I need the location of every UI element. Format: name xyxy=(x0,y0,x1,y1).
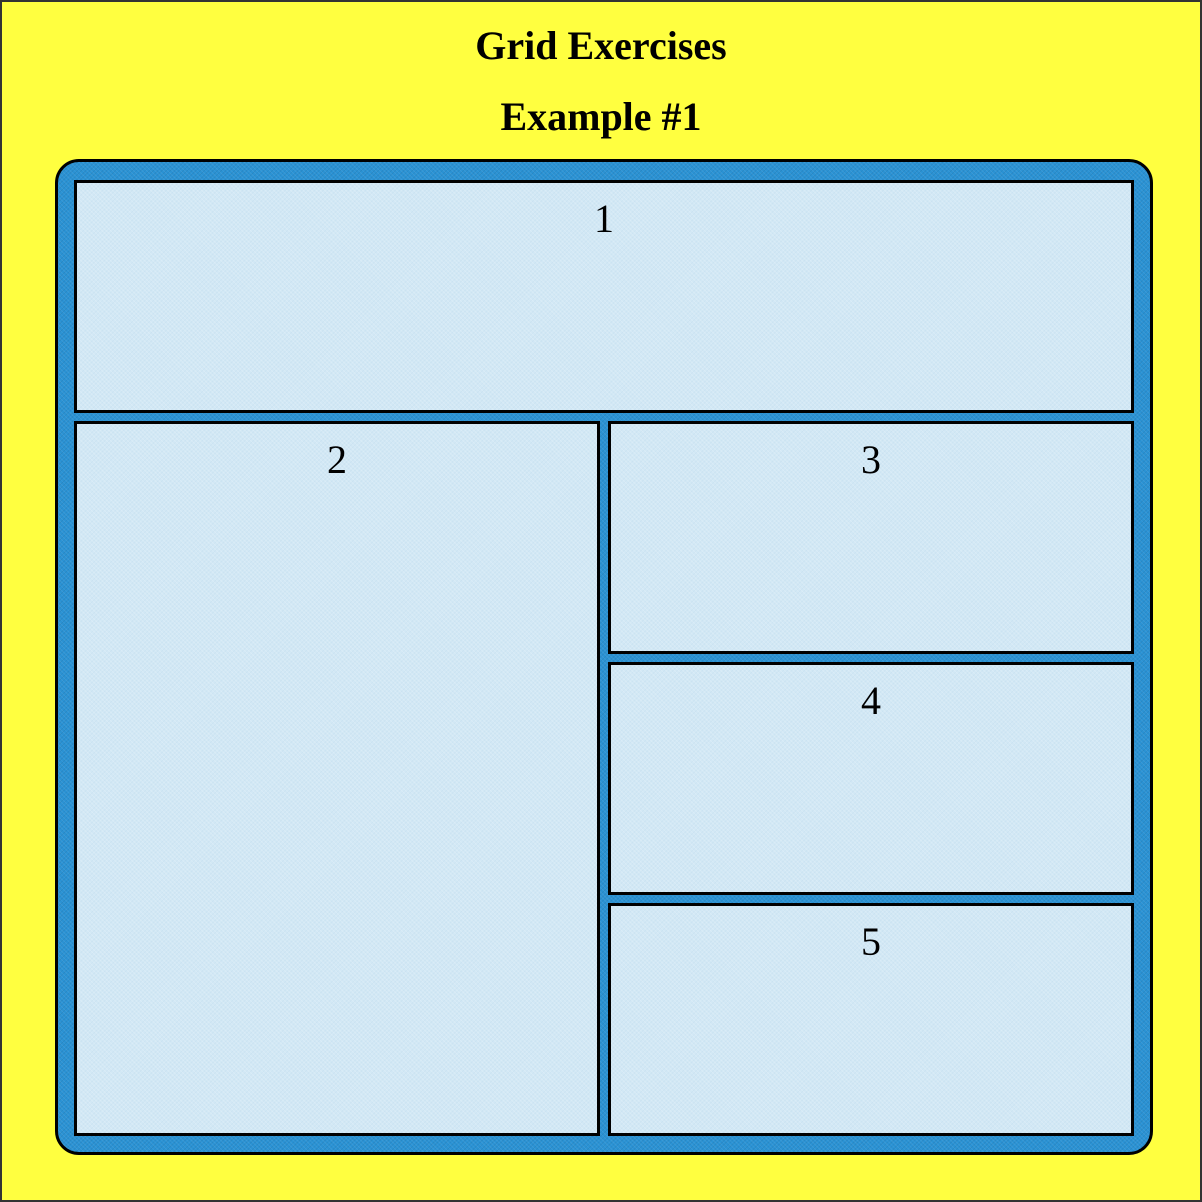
page-title: Grid Exercises xyxy=(475,23,727,68)
grid-item-5: 5 xyxy=(608,903,1134,1136)
grid-container: 1 2 3 4 5 xyxy=(55,159,1153,1155)
grid-item-3: 3 xyxy=(608,421,1134,654)
grid-item-2: 2 xyxy=(74,421,600,1136)
grid-item-4: 4 xyxy=(608,662,1134,895)
grid-item-1: 1 xyxy=(74,180,1134,413)
page-subtitle: Example #1 xyxy=(500,94,702,139)
